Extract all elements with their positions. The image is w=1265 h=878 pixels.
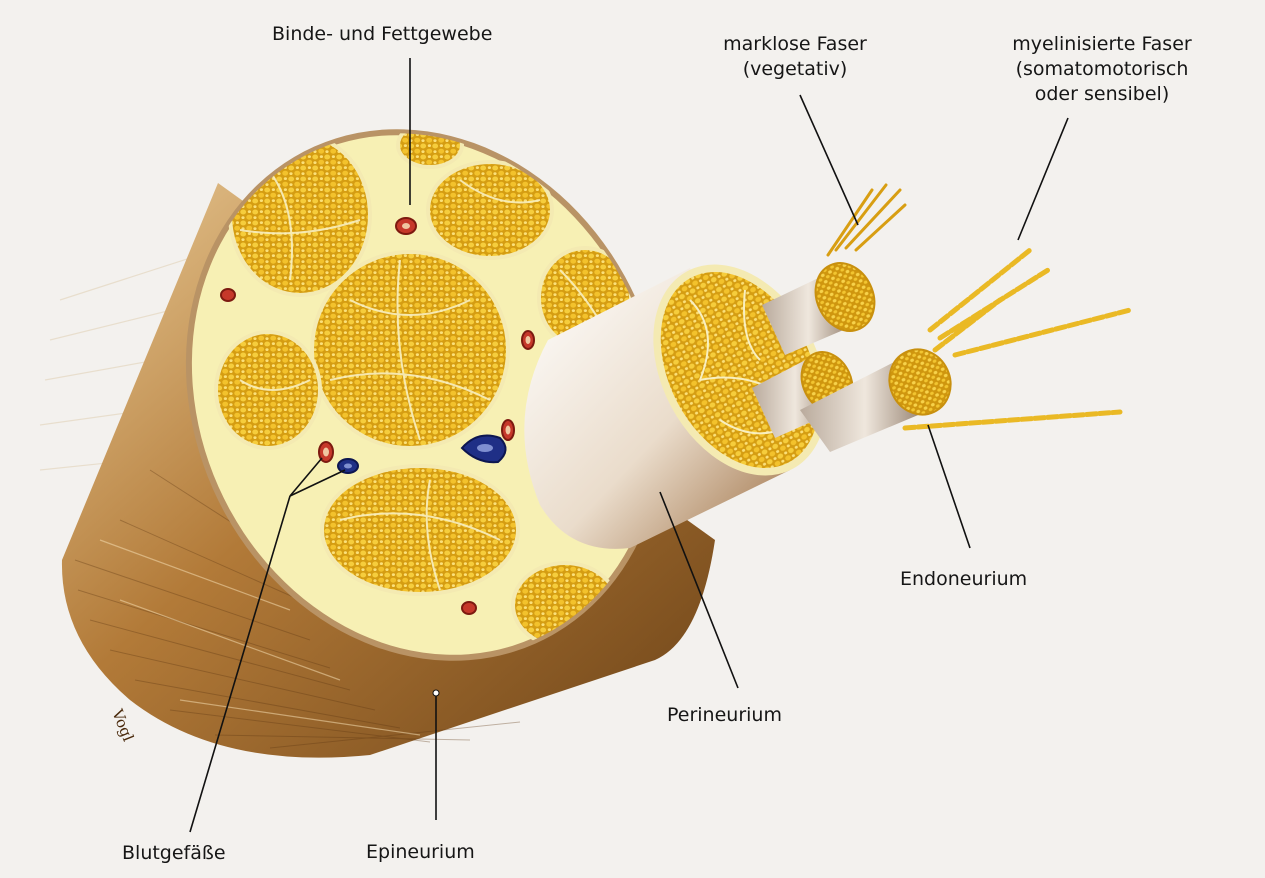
label-myelinisierte-faser: myelinisierte Faser (somatomotorisch ode… xyxy=(972,32,1232,107)
label-line: myelinisierte Faser xyxy=(972,32,1232,57)
leader-endoneurium xyxy=(928,425,970,548)
label-line: (vegetativ) xyxy=(690,57,900,82)
fascicle xyxy=(322,466,518,594)
label-binde-und-fettgewebe: Binde- und Fettgewebe xyxy=(272,22,492,47)
artist-signature: Vogl xyxy=(108,706,137,744)
artery xyxy=(221,289,235,301)
artery xyxy=(462,602,476,614)
fascicle xyxy=(312,252,508,448)
leader-dot-epineurium xyxy=(433,690,439,696)
label-endoneurium: Endoneurium xyxy=(900,567,1027,592)
leader-myelin xyxy=(1018,118,1068,240)
leader-marklose xyxy=(800,95,858,225)
label-blutgefaesse: Blutgefäße xyxy=(122,841,226,866)
label-line: marklose Faser xyxy=(690,32,900,57)
unmyelinated-fiber-strands xyxy=(828,185,905,255)
label-epineurium: Epineurium xyxy=(366,840,475,865)
label-line: (somatomotorisch xyxy=(972,57,1232,82)
label-marklose-faser: marklose Faser (vegetativ) xyxy=(690,32,900,82)
label-line: oder sensibel) xyxy=(972,82,1232,107)
label-perineurium: Perineurium xyxy=(667,703,782,728)
